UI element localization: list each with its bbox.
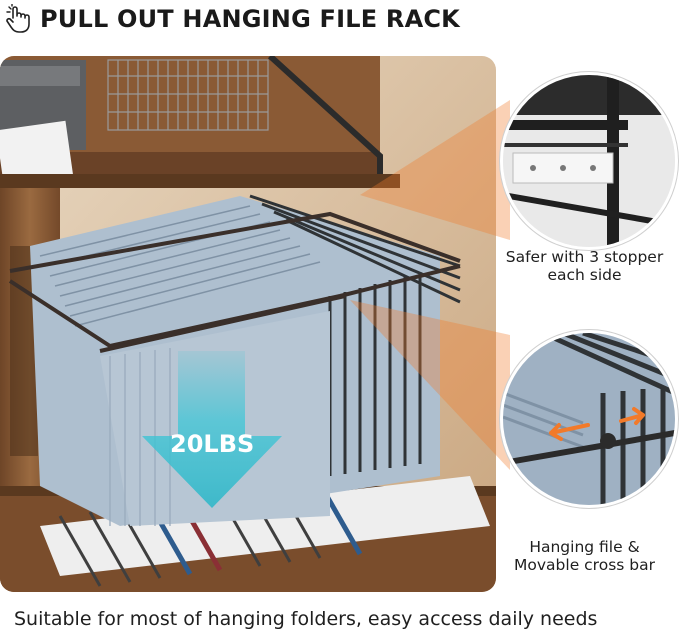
cross-bar-caption-line1: Hanging file & xyxy=(529,538,640,556)
cross-bar-caption: Hanging file & Movable cross bar xyxy=(490,538,679,574)
hand-pointer-icon xyxy=(6,4,30,33)
cross-bar-detail-callout xyxy=(500,330,678,508)
header: PULL OUT HANGING FILE RACK xyxy=(0,0,679,40)
product-photo xyxy=(0,56,496,592)
stopper-detail-callout xyxy=(500,72,678,250)
stopper-caption-line1: Safer with 3 stopper xyxy=(505,248,664,266)
weight-capacity-label: 20LBS xyxy=(170,430,255,458)
cross-bar-caption-line2: Movable cross bar xyxy=(514,556,655,574)
page-title: PULL OUT HANGING FILE RACK xyxy=(40,5,460,33)
footer-text: Suitable for most of hanging folders, ea… xyxy=(14,608,598,630)
stopper-caption: Safer with 3 stopper each side xyxy=(490,248,679,284)
stopper-caption-line2: each side xyxy=(547,266,622,284)
file-rack-illustration xyxy=(0,56,496,592)
